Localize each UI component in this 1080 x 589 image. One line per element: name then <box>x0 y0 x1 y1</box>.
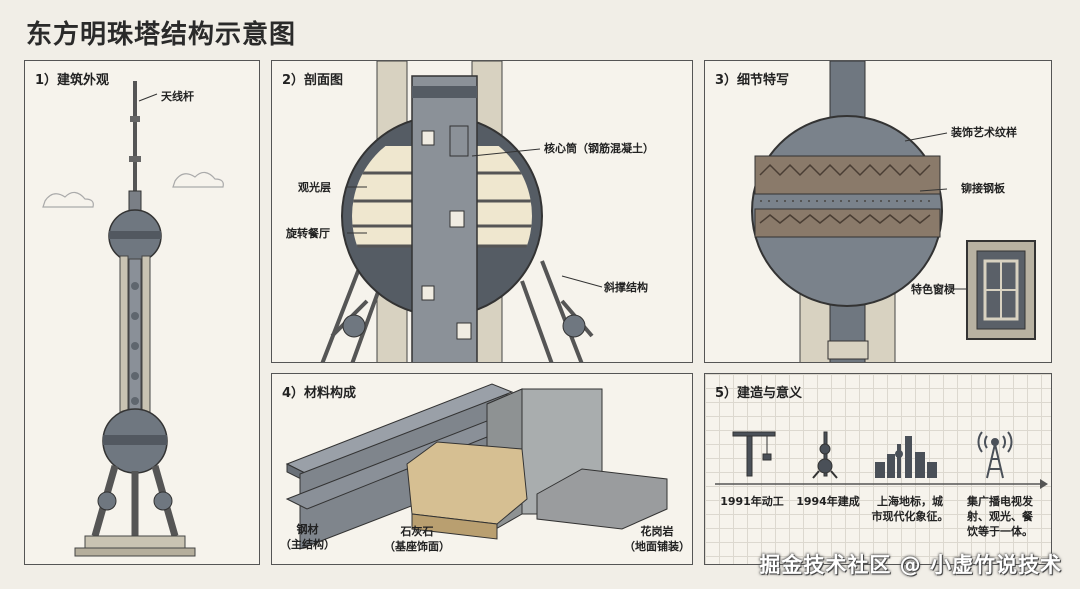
skyline-icon <box>875 436 937 478</box>
panel-section: 2）剖面图 <box>271 60 693 363</box>
label-rivet: 铆接钢板 <box>961 182 1005 195</box>
label-core: 核心筒（钢筋混凝土） <box>544 142 654 155</box>
tower-exterior-drawing <box>42 81 224 557</box>
label-limestone: 石灰石 （基座饰面） <box>384 525 450 553</box>
label-deco: 装饰艺术纹样 <box>951 126 1017 139</box>
broadcast-icon <box>977 431 1013 479</box>
panel-title: 4）材料构成 <box>282 386 357 401</box>
timeline-drawing <box>715 431 1048 489</box>
panel-title: 2）剖面图 <box>282 73 344 88</box>
label-steel: 钢材 （主结构） <box>280 523 335 551</box>
sphere-detail-drawing <box>751 61 1036 362</box>
label-observation: 观光层 <box>298 181 331 194</box>
panel-exterior: 1）建筑外观 天线杆 <box>24 60 260 565</box>
label-brace: 斜撑结构 <box>604 281 648 294</box>
milestone-text: 上海地标，城 市现代化象征。 <box>871 495 949 523</box>
watermark: 掘金技术社区 @ 小虚竹说技术 <box>759 553 1062 577</box>
panel-detail: 3）细节特写 装饰艺术纹样 铆接钢板 特色窗棂 <box>704 60 1052 363</box>
panel-materials: 4）材料构成 钢材 （主结构） 石灰石 （基座饰面） 花岗岩 （地面铺装） <box>271 373 693 565</box>
label-granite: 花岗岩 （地面铺装） <box>624 525 690 553</box>
panel-title: 3）细节特写 <box>715 73 790 88</box>
page-title: 东方明珠塔结构示意图 <box>26 20 297 50</box>
tower-icon <box>812 431 838 479</box>
panel-construction: 5）建造与意义 <box>704 373 1052 565</box>
milestone-text: 1991年动工 <box>720 495 784 508</box>
label-antenna: 天线杆 <box>161 90 194 103</box>
panel-title: 5）建造与意义 <box>715 386 803 401</box>
panel-title: 1）建筑外观 <box>35 73 110 88</box>
milestone-text: 集广播电视发 射、观光、餐 饮等于一体。 <box>967 495 1033 538</box>
materials-drawing <box>285 383 668 550</box>
cloud-icon <box>42 171 224 208</box>
tower-section-drawing <box>320 61 603 362</box>
crane-icon <box>732 431 776 477</box>
label-restaurant: 旋转餐厅 <box>286 227 330 240</box>
label-window: 特色窗棂 <box>911 283 955 296</box>
milestone-text: 1994年建成 <box>796 495 860 508</box>
